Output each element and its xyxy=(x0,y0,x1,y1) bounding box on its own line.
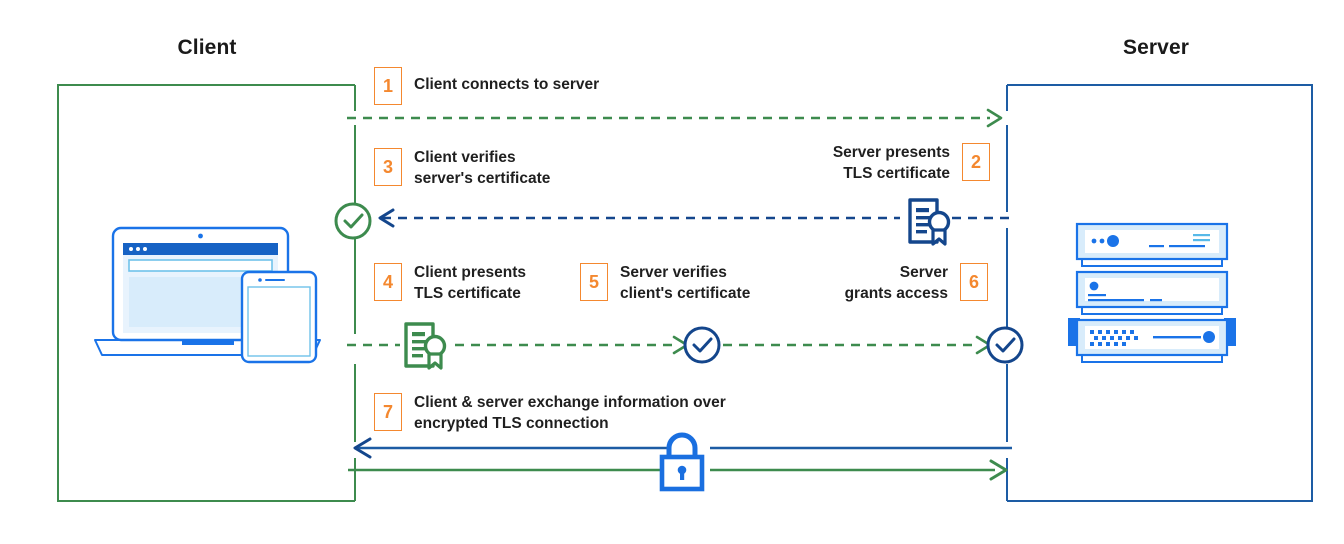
step-4-badge: 4 xyxy=(374,263,402,301)
step-1-caption: Client connects to server xyxy=(414,76,600,93)
check-circle-icon-server-verify xyxy=(683,326,721,364)
check-circle-icon-server-grant xyxy=(986,326,1024,364)
step-2: Server presents TLS certificate 2 xyxy=(790,143,990,184)
client-zone-box xyxy=(57,84,356,502)
step-1-badge: 1 xyxy=(374,67,402,105)
step-4-caption: Client presents TLS certificate xyxy=(414,264,526,302)
step-6-badge: 6 xyxy=(960,263,988,301)
step-7-arrows xyxy=(348,437,1012,481)
step-2-arrow xyxy=(378,208,1012,228)
client-zone-title: Client xyxy=(177,36,237,59)
certificate-icon-server xyxy=(908,198,951,246)
step-2-caption: Server presents TLS certificate xyxy=(832,144,950,182)
step-2-badge: 2 xyxy=(962,143,990,181)
server-zone-title: Server xyxy=(1123,36,1189,59)
step-5-caption: Server verifies client's certificate xyxy=(620,264,751,302)
step-6: Server grants access 6 xyxy=(840,263,988,304)
step-7-badge: 7 xyxy=(374,393,402,431)
check-circle-icon-client-verify xyxy=(334,202,372,240)
step-5: 5 Server verifies client's certificate xyxy=(580,263,750,304)
step-1: 1 Client connects to server xyxy=(374,67,599,105)
step-7-caption: Client & server exchange information ove… xyxy=(414,394,726,432)
padlock-icon xyxy=(659,432,705,492)
step-3-badge: 3 xyxy=(374,148,402,186)
certificate-icon-client xyxy=(404,322,447,370)
step-3-caption: Client verifies server's certificate xyxy=(414,149,551,187)
server-zone-box xyxy=(1006,84,1313,502)
server-rack-icon xyxy=(1068,222,1236,363)
step-5-badge: 5 xyxy=(580,263,608,301)
step-4: 4 Client presents TLS certificate xyxy=(374,263,526,304)
laptop-and-phone-icon xyxy=(94,226,321,364)
step-3: 3 Client verifies server's certificate xyxy=(374,148,550,189)
step-1-arrow xyxy=(347,108,1003,128)
step-6-caption: Server grants access xyxy=(844,264,948,302)
step-7: 7 Client & server exchange information o… xyxy=(374,393,726,434)
